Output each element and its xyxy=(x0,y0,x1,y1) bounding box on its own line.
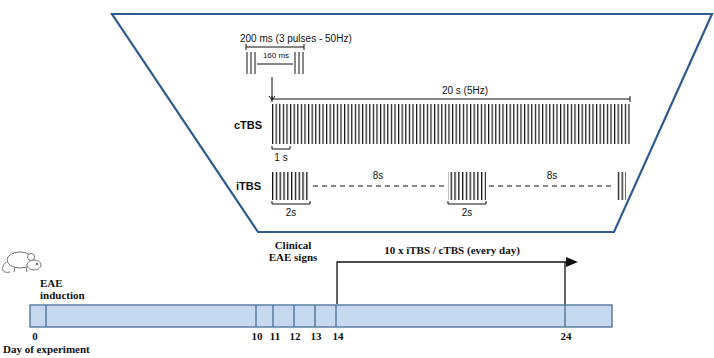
interval-label: 160 ms xyxy=(263,52,289,61)
treatment-label: 10 x iTBS / cTBS (every day) xyxy=(384,244,520,256)
day-number: 24 xyxy=(561,330,572,342)
day-number: 0 xyxy=(32,330,38,342)
interval-label: 1 s xyxy=(274,152,287,163)
protocol-name: cTBS xyxy=(234,119,262,131)
burst-duration: 2s xyxy=(462,207,473,218)
mouse-drawing xyxy=(3,252,41,272)
phase-label: Clinical EAE signs xyxy=(263,239,323,263)
ctbs-train xyxy=(272,96,630,149)
arrow-head xyxy=(566,257,578,267)
pause-label: 8s xyxy=(373,170,384,181)
burst-duration: 2s xyxy=(286,207,297,218)
day-number: 11 xyxy=(270,330,280,342)
timeline-bar xyxy=(30,305,612,327)
timeline-ticks xyxy=(46,305,565,327)
protocol-name: iTBS xyxy=(236,180,261,192)
burst-zoom xyxy=(246,44,304,100)
axis-title: Day of experiment xyxy=(3,343,90,355)
train-duration: 20 s (5Hz) xyxy=(441,85,489,96)
itbs-train xyxy=(272,172,626,204)
day-number: 10 xyxy=(252,330,263,342)
burst-duration: 200 ms (3 pulses - 50Hz) xyxy=(240,33,352,44)
pause-label: 8s xyxy=(547,170,558,181)
day-number: 14 xyxy=(333,330,344,342)
inset-outline xyxy=(112,14,712,232)
day-number: 12 xyxy=(290,330,301,342)
day-number: 13 xyxy=(311,330,322,342)
treatment-arrow xyxy=(337,262,568,305)
event-label: EAE induction xyxy=(40,277,95,301)
